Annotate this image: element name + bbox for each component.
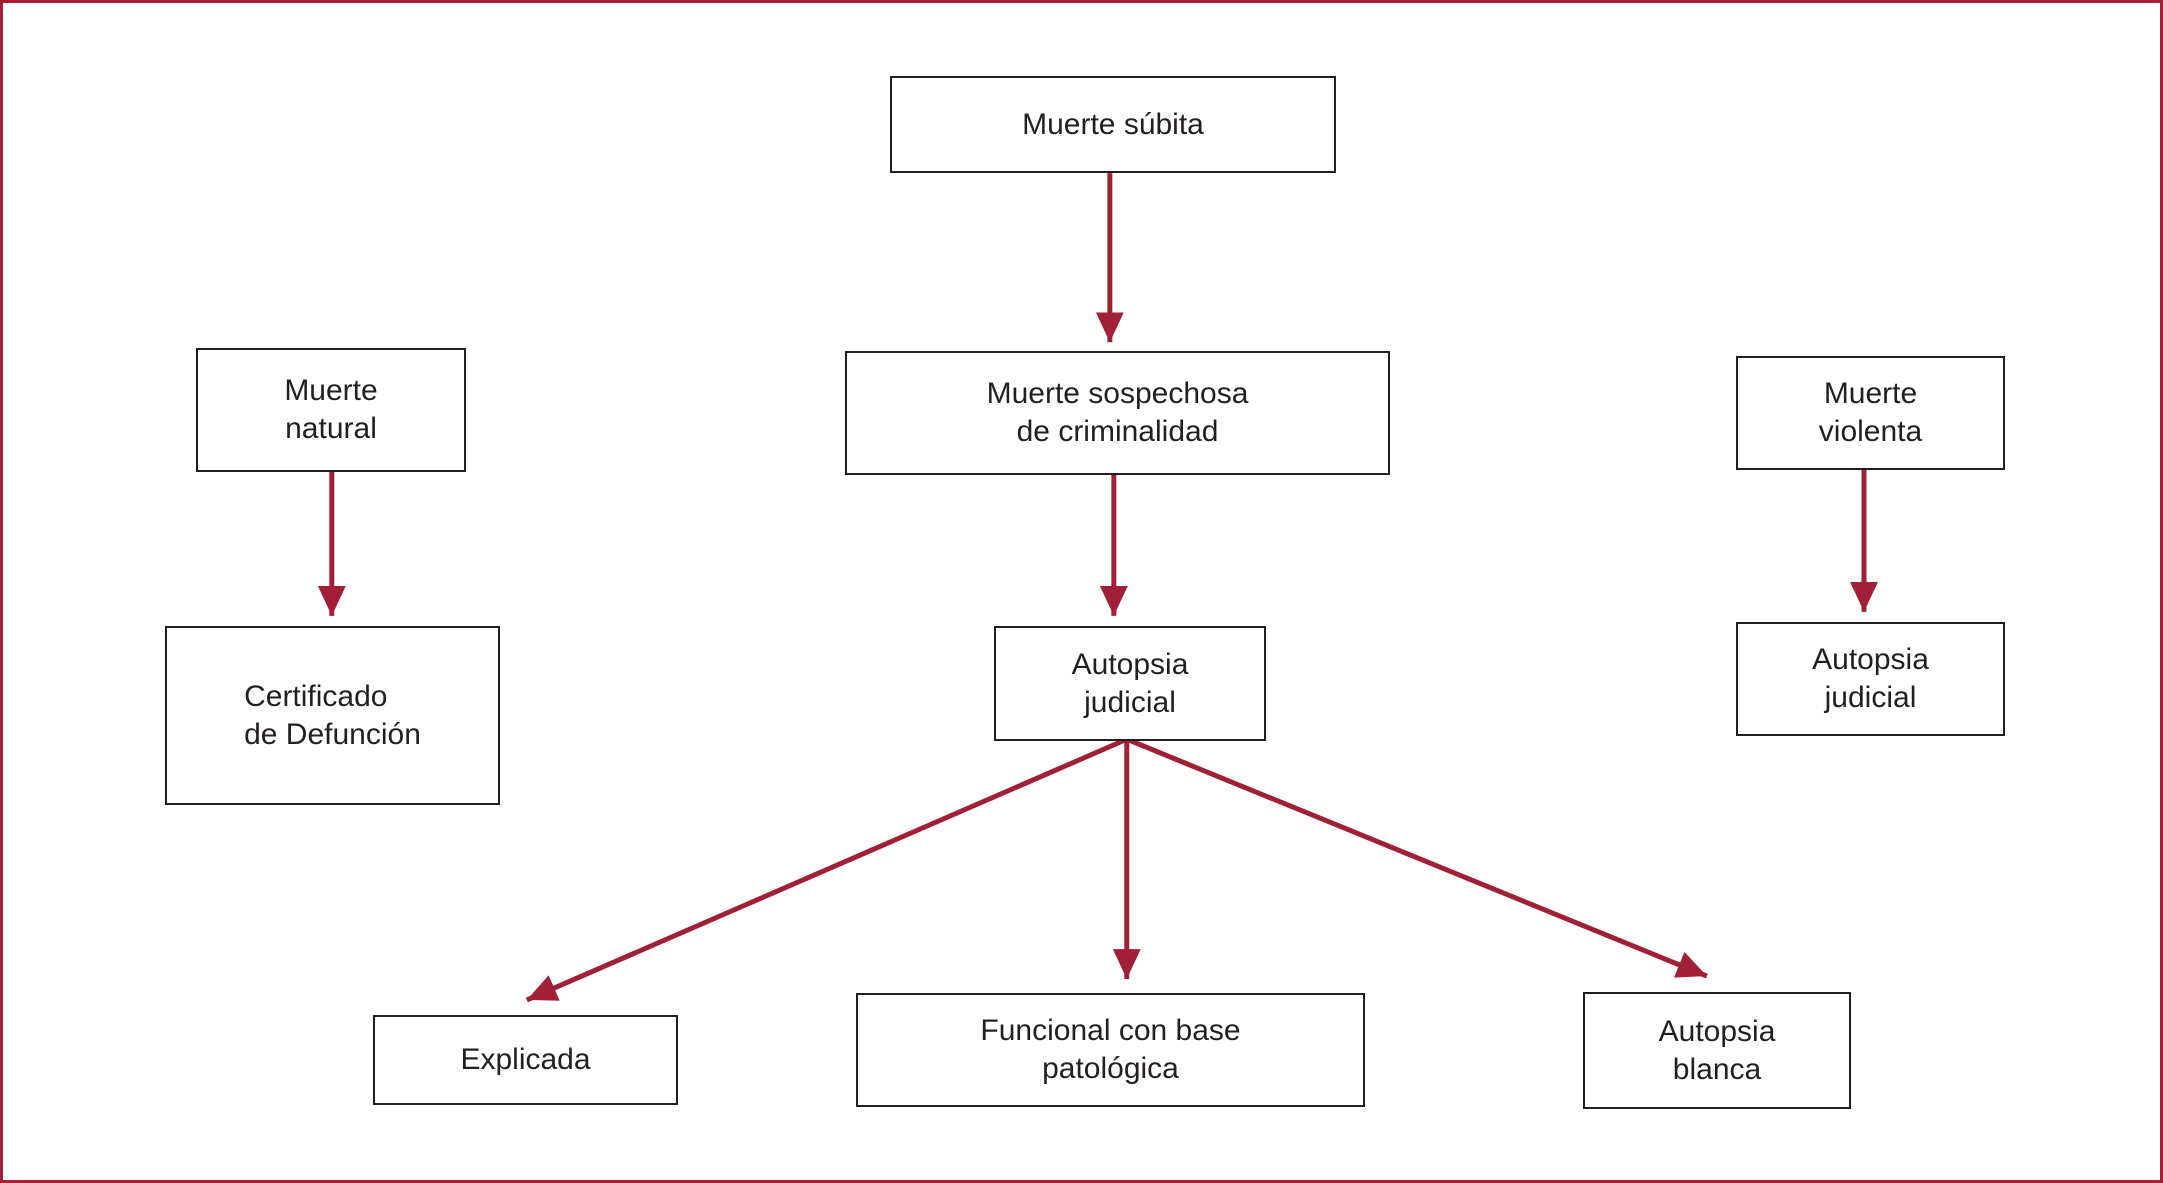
- node-explicada: Explicada: [373, 1015, 678, 1105]
- node-label: Certificado de Defunción: [244, 679, 421, 751]
- node-label: Funcional con base patológica: [980, 1014, 1241, 1085]
- node-autopsia-judicial-right: Autopsia judicial: [1736, 622, 2005, 736]
- node-muerte-natural: Muerte natural: [196, 348, 466, 472]
- node-label: Muerte sospechosa de criminalidad: [986, 377, 1249, 448]
- node-label: Autopsia blanca: [1658, 1014, 1776, 1086]
- node-label: Explicada: [460, 1043, 591, 1076]
- node-label: Muerte natural: [284, 374, 378, 445]
- node-muerte-sospechosa-de-criminalidad: Muerte sospechosa de criminalidad: [845, 351, 1390, 475]
- node-label: Muerte violenta: [1818, 377, 1923, 448]
- node-label: Autopsia judicial: [1812, 643, 1929, 714]
- edge-autopsia_judicial_centro-to-explicada: [525, 736, 1128, 1003]
- node-label: Autopsia judicial: [1071, 647, 1189, 719]
- node-autopsia-judicial-central: Autopsia judicial: [994, 626, 1266, 741]
- node-certificado-de-defuncion: Certificado de Defunción: [165, 626, 500, 805]
- node-autopsia-blanca: Autopsia blanca: [1583, 992, 1851, 1109]
- edge-autopsia_judicial_centro-to-autopsia_blanca: [1125, 736, 1708, 979]
- node-label: Muerte súbita: [1022, 107, 1204, 141]
- node-muerte-violenta: Muerte violenta: [1736, 356, 2005, 470]
- node-funcional-con-base-patologica: Funcional con base patológica: [856, 993, 1365, 1107]
- node-muerte-subita: Muerte súbita: [890, 76, 1336, 173]
